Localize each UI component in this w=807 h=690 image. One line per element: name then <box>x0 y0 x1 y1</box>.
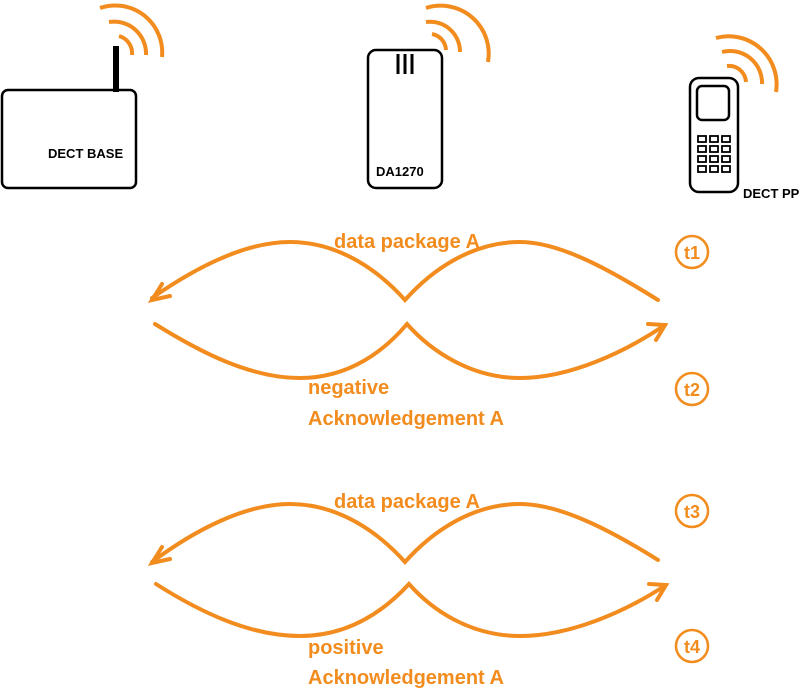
wave-to-base <box>150 239 660 304</box>
base-label: DECT BASE <box>48 146 123 161</box>
message-label-line2: Acknowledgement A <box>308 408 504 430</box>
pp-signal-icon <box>715 34 779 93</box>
arrowhead-right <box>647 582 670 602</box>
base-signal-icon <box>99 3 165 58</box>
time-label: t1 <box>684 243 700 263</box>
handset-screen <box>695 84 731 122</box>
message-data-package-1: data package A t1 <box>147 231 710 304</box>
arrowhead-left <box>147 545 172 566</box>
dect-pp-device: DECT PP <box>688 34 800 201</box>
arrowhead-right <box>646 322 669 342</box>
arrowhead-left <box>147 282 172 303</box>
message-label-line2: Acknowledgement A <box>308 667 504 689</box>
time-marker <box>674 234 710 270</box>
dect-base-device: DECT BASE <box>0 3 165 190</box>
time-label: t3 <box>684 502 700 522</box>
message-negative-ack: negative Acknowledgement A t2 <box>153 320 710 430</box>
message-positive-ack: positive Acknowledgement A t4 <box>154 581 710 689</box>
message-label: data package A <box>334 491 480 513</box>
handset-body <box>688 76 740 194</box>
wave-to-pp <box>154 581 668 639</box>
da1270-body <box>366 48 444 190</box>
wave-to-base <box>150 501 660 566</box>
message-label: data package A <box>334 231 480 253</box>
da1270-signal-icon <box>425 3 491 63</box>
time-label: t4 <box>684 637 700 657</box>
time-marker <box>674 493 710 529</box>
message-data-package-2: data package A t3 <box>147 491 710 566</box>
message-label-line1: negative <box>308 377 389 399</box>
time-marker <box>674 371 710 407</box>
da1270-device: DA1270 <box>366 3 491 190</box>
pp-label: DECT PP <box>743 186 800 201</box>
time-marker <box>674 628 710 664</box>
base-station-body <box>0 88 138 190</box>
keypad-icon <box>697 135 731 173</box>
da1270-label: DA1270 <box>376 164 424 179</box>
time-label: t2 <box>684 380 700 400</box>
message-label-line1: positive <box>308 637 384 659</box>
wave-to-pp <box>153 320 667 381</box>
